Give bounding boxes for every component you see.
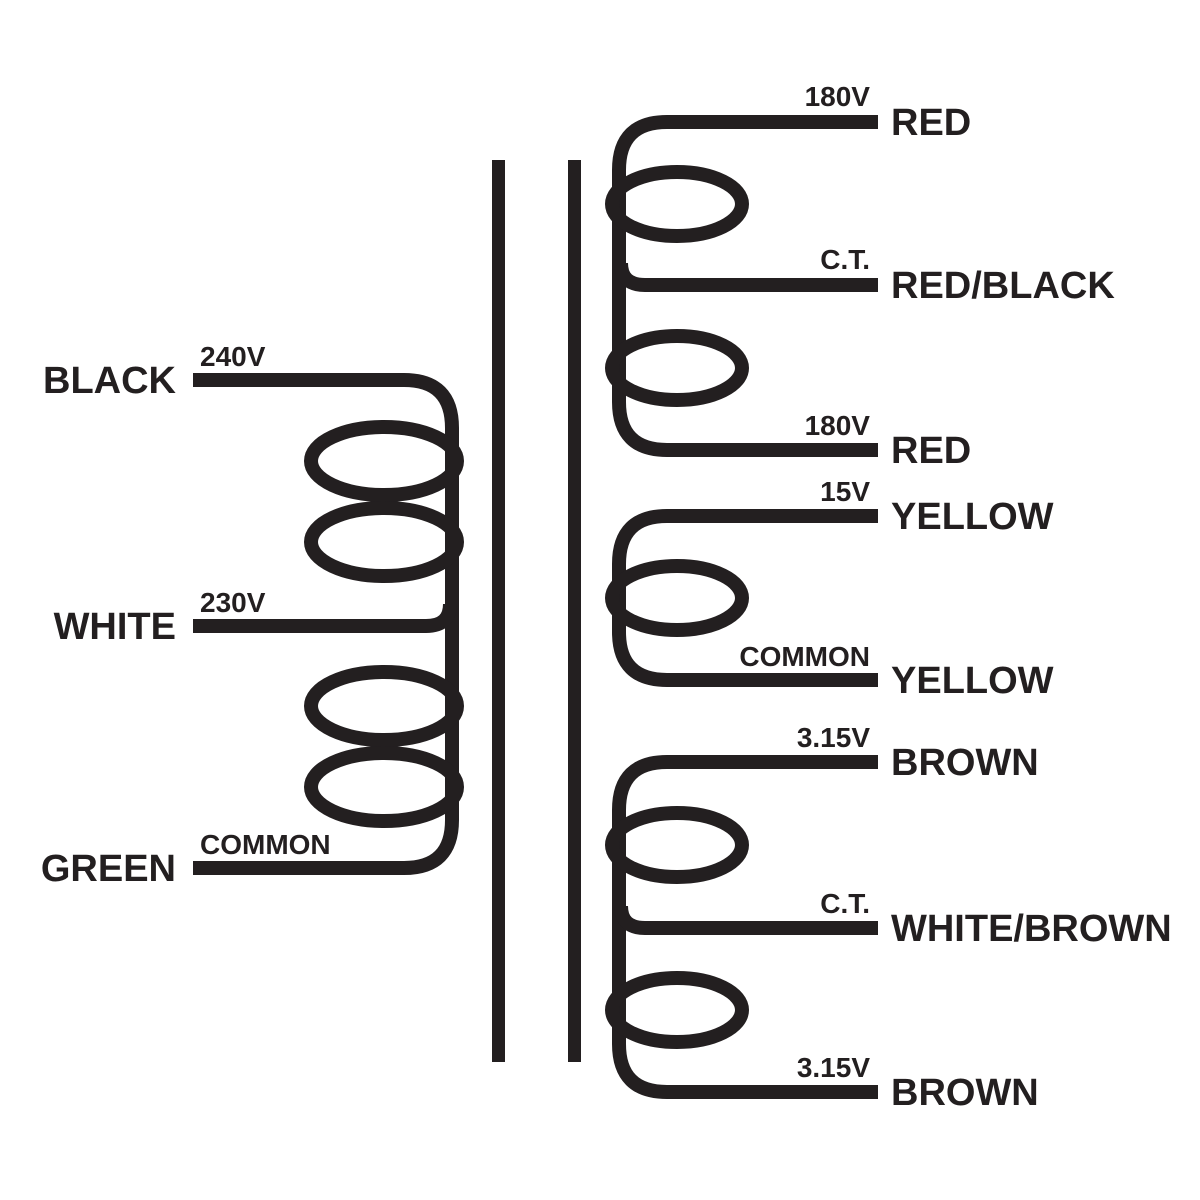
secondary-red-tap-label-180v-bottom: 180V	[805, 410, 871, 441]
secondary-red-coil-wire	[612, 115, 878, 457]
secondary-winding-red: 180V RED C.T. RED/BLACK 180V RED	[605, 81, 1115, 472]
secondary-winding-yellow: 15V YELLOW COMMON YELLOW	[605, 476, 1054, 702]
secondary-brown-coil-loop	[605, 971, 749, 1049]
secondary-yellow-lead-label-top: YELLOW	[891, 496, 1054, 538]
primary-coil-loop	[304, 746, 464, 828]
primary-lead-label-black: BLACK	[43, 360, 177, 402]
secondary-brown-tap-label-315v-bottom: 3.15V	[797, 1052, 870, 1083]
secondary-brown-center-tap-wire	[614, 905, 878, 935]
core-lamination-right-bar	[568, 160, 581, 1062]
transformer-core	[492, 160, 581, 1062]
secondary-yellow-coil-loop	[605, 559, 749, 637]
primary-lead-label-green: GREEN	[41, 848, 176, 890]
secondary-yellow-lead-label-bottom: YELLOW	[891, 660, 1054, 702]
core-lamination-left-bar	[492, 160, 505, 1062]
secondary-yellow-tap-label-15v: 15V	[820, 476, 870, 507]
secondary-red-lead-label-bottom: RED	[891, 430, 971, 472]
primary-coil-loop	[304, 665, 464, 747]
secondary-brown-coil-loop	[605, 806, 749, 884]
secondary-brown-lead-label-center: WHITE/BROWN	[891, 908, 1172, 950]
primary-center-tap-wire	[193, 603, 457, 633]
primary-winding: BLACK 240V WHITE 230V GREEN COMMON	[41, 341, 464, 890]
primary-lead-label-white: WHITE	[54, 606, 176, 648]
secondary-brown-lead-label-bottom: BROWN	[891, 1072, 1039, 1114]
primary-tap-label-common: COMMON	[200, 829, 331, 860]
secondary-brown-coil-wire	[612, 755, 878, 1099]
secondary-red-lead-label-center: RED/BLACK	[891, 265, 1115, 307]
secondary-red-coil-loop	[605, 165, 749, 243]
primary-tap-label-230v: 230V	[200, 587, 266, 618]
secondary-brown-lead-label-top: BROWN	[891, 742, 1039, 784]
secondary-yellow-tap-label-common: COMMON	[739, 641, 870, 672]
secondary-brown-tap-label-315v-top: 3.15V	[797, 722, 870, 753]
primary-coil-loop	[304, 420, 464, 502]
primary-coil-loop	[304, 501, 464, 583]
secondary-red-lead-label-top: RED	[891, 102, 971, 144]
secondary-red-tap-label-ct: C.T.	[820, 244, 870, 275]
primary-coil-wire	[193, 373, 459, 875]
secondary-red-coil-loop	[605, 329, 749, 407]
primary-tap-label-240v: 240V	[200, 341, 266, 372]
secondary-winding-brown: 3.15V BROWN C.T. WHITE/BROWN 3.15V BROWN	[605, 722, 1172, 1114]
secondary-brown-tap-label-ct: C.T.	[820, 888, 870, 919]
secondary-red-center-tap-wire	[614, 262, 878, 292]
secondary-red-tap-label-180v-top: 180V	[805, 81, 871, 112]
